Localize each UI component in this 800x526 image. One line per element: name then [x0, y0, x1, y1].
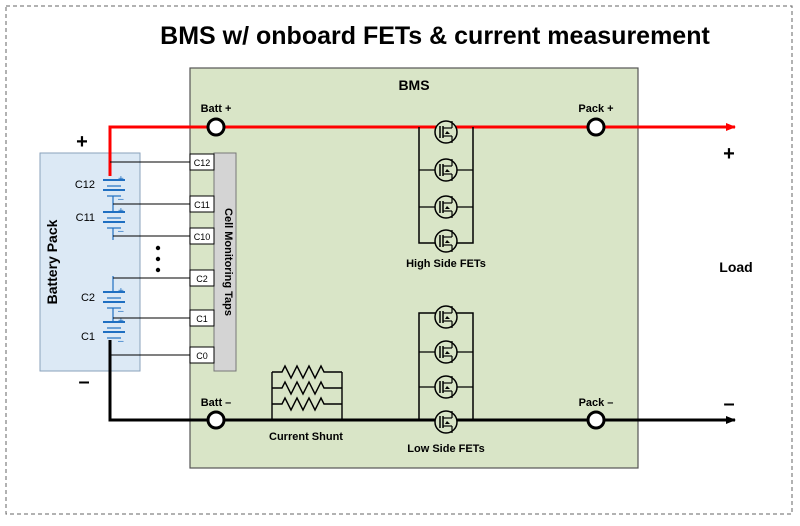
- svg-text:+: +: [118, 174, 124, 185]
- pack-plus-terminal: [586, 117, 606, 137]
- cell-label: C1: [81, 331, 95, 343]
- high-side-fet: [434, 195, 458, 219]
- load-label: Load: [719, 259, 752, 275]
- outer-frame: [5, 5, 793, 515]
- low-side-fets-label: Low Side FETs: [407, 443, 484, 455]
- cell-stack: [103, 179, 125, 339]
- batt-minus-terminal: [206, 410, 226, 430]
- high-side-fet: [434, 158, 458, 182]
- svg-text:+: +: [118, 286, 124, 297]
- pack-minus-terminal: [586, 410, 606, 430]
- high-side-fet-bank: [418, 120, 474, 253]
- low-side-fet: [434, 410, 458, 434]
- cell-taps-box: [213, 152, 237, 372]
- bms-label: BMS: [398, 77, 429, 93]
- pack-minus-label: Pack –: [579, 397, 614, 409]
- load-plus-sign: +: [723, 143, 735, 165]
- cell-polarity-marks: +– +– +– +–: [118, 174, 124, 347]
- tap-label: C1: [196, 314, 208, 324]
- high-side-fet: [434, 229, 458, 253]
- low-side-fet: [434, 305, 458, 329]
- bms-box: [189, 67, 639, 469]
- low-side-fet: [434, 340, 458, 364]
- svg-text:+: +: [118, 206, 124, 217]
- tap-box: [189, 346, 215, 364]
- cell-label: C12: [75, 179, 95, 191]
- tap-wires: [110, 161, 190, 356]
- svg-text:–: –: [118, 194, 124, 205]
- tap-label: C12: [194, 158, 211, 168]
- tap-box: [189, 227, 215, 245]
- cell-label: C11: [76, 212, 95, 224]
- pack-plus-sign: +: [76, 131, 88, 153]
- ellipsis-dots: [155, 245, 161, 273]
- low-side-fet: [434, 375, 458, 399]
- svg-text:–: –: [118, 306, 124, 317]
- tap-label: C0: [196, 351, 208, 361]
- batt-plus-terminal: [206, 117, 226, 137]
- high-side-fets-label: High Side FETs: [406, 258, 486, 270]
- battery-pack-label: Battery Pack: [44, 219, 60, 304]
- tap-box: [189, 309, 215, 327]
- current-shunt: [271, 364, 343, 420]
- tap-box: [189, 153, 215, 171]
- high-side-fet: [434, 120, 458, 144]
- diagram-title: BMS w/ onboard FETs & current measuremen…: [160, 22, 710, 50]
- batt-minus-label: Batt –: [201, 397, 232, 409]
- current-shunt-label: Current Shunt: [269, 431, 343, 443]
- tap-boxes: [189, 153, 215, 364]
- tap-label: C10: [194, 232, 211, 242]
- positive-wire: [108, 123, 736, 176]
- tap-label: C2: [196, 274, 208, 284]
- load-minus-sign: –: [723, 393, 734, 415]
- tap-box: [189, 195, 215, 213]
- low-side-fet-bank: [418, 305, 474, 434]
- svg-text:–: –: [118, 226, 124, 237]
- cell-label: C2: [81, 292, 95, 304]
- tap-box: [189, 269, 215, 287]
- svg-text:+: +: [118, 316, 124, 327]
- negative-wire: [108, 340, 736, 424]
- cell-taps-label: Cell Monitoring Taps: [222, 208, 234, 316]
- pack-minus-sign: –: [78, 371, 89, 393]
- svg-text:–: –: [118, 336, 124, 347]
- batt-plus-label: Batt +: [201, 103, 232, 115]
- pack-plus-label: Pack +: [578, 103, 613, 115]
- tap-label: C11: [194, 200, 210, 210]
